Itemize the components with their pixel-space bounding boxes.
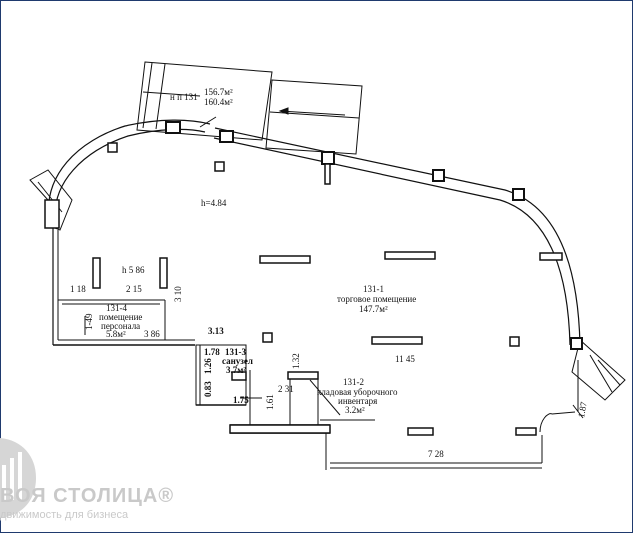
- dim-2-31: 2 31: [278, 384, 294, 394]
- room-number-label: н п 131: [170, 92, 198, 102]
- dim-1-75: 1.75: [233, 395, 249, 405]
- watermark-subtitle: движимость для бизнеса: [0, 509, 129, 521]
- room-131-2-name2: инвентаря: [338, 396, 377, 406]
- room-131-2-name1: кладовая уборочного: [317, 387, 398, 397]
- wall-right-outer: [214, 127, 581, 346]
- dim-1-78: 1.78: [204, 347, 220, 357]
- room-131-1-name: торговое помещение: [337, 294, 416, 304]
- room-131-3-area: 3.7м²: [226, 365, 246, 375]
- dim-1-61: 1.61: [265, 394, 275, 410]
- wall-arc-inner: [54, 128, 206, 229]
- dim-1-49: 1-49: [84, 313, 94, 330]
- right-wing: [571, 339, 626, 401]
- watermark: ВОЯ СТОЛИЦА® движимость для бизнеса: [0, 438, 174, 521]
- dim-1-26: 1.26: [203, 358, 213, 374]
- dim-1-18: 1 18: [70, 284, 86, 294]
- dim-1-32: 1.32: [291, 353, 301, 369]
- dim-3-10: 3 10: [173, 286, 183, 302]
- dim-3-13: 3.13: [208, 326, 224, 336]
- wall-right-inner: [213, 137, 571, 346]
- room-131-1-number: 131-1: [363, 284, 384, 294]
- watermark-title: ВОЯ СТОЛИЦА®: [0, 485, 174, 507]
- dim-11-45: 11 45: [395, 354, 415, 364]
- room-131-1-area: 147.7м²: [359, 304, 388, 314]
- room-131-4-name1: помещение: [99, 312, 142, 322]
- storage-block: [289, 374, 319, 426]
- ceiling-height-label: h=4.84: [201, 198, 227, 208]
- area-total2-label: 160.4м²: [204, 97, 233, 107]
- dim-1-87: 1.87: [576, 401, 589, 419]
- room-131-4-name2: персонала: [101, 321, 140, 331]
- room-131-3-number: 131-3: [225, 347, 246, 357]
- dim-2-15: 2 15: [126, 284, 142, 294]
- ramp: [265, 79, 363, 155]
- room-131-2-area: 3.2м²: [345, 405, 365, 415]
- room-131-2-number: 131-2: [343, 377, 364, 387]
- dim-7-28: 7 28: [428, 449, 444, 459]
- wall-arc-outer: [47, 119, 211, 227]
- small-height-label: h 5 86: [122, 265, 145, 275]
- dim-3-86: 3 86: [144, 329, 160, 339]
- room-131-4-area: 5.8м²: [106, 329, 126, 339]
- dim-0-83: 0.83: [203, 381, 213, 397]
- room-131-3-name: санузел: [222, 356, 253, 366]
- room-131-4-number: 131-4: [106, 303, 127, 313]
- stair-annex: [136, 61, 273, 141]
- area-total-label: 156.7м²: [204, 87, 233, 97]
